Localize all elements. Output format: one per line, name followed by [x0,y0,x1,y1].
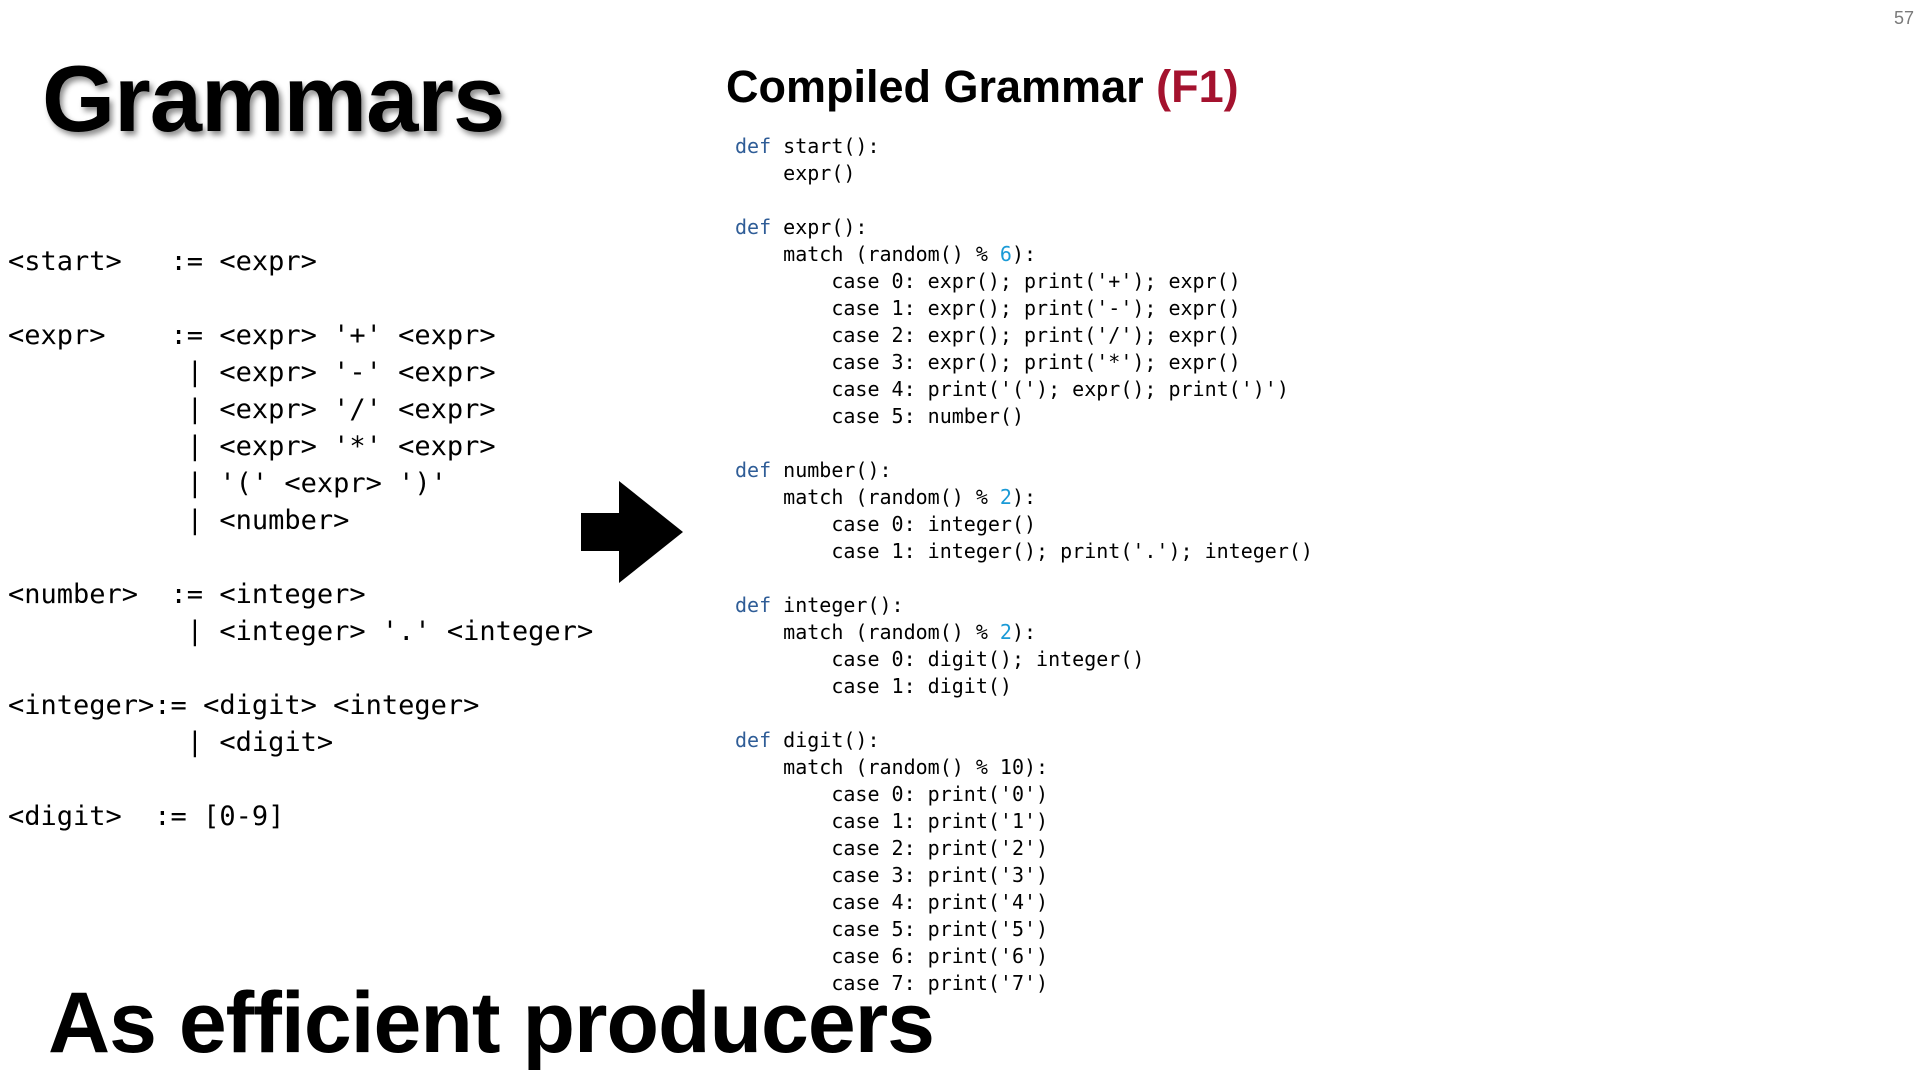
code-line: def integer(): [735,592,1313,619]
code-keyword: def [735,728,772,752]
code-text: match (random() % [735,242,1000,266]
code-text: case 5: number() [735,404,1024,428]
code-line: case 4: print('4') [735,889,1313,916]
grammar-line [8,539,593,576]
code-text: case 6: print('6') [735,944,1049,968]
code-keyword: def [735,215,772,239]
grammar-line: <number> := <integer> [8,579,366,610]
code-text: integer(): [771,593,904,617]
code-line: def start(): [735,133,1313,160]
code-text-tail: ): [1011,242,1037,266]
code-text: case 1: expr(); print('-'); expr() [735,296,1241,320]
code-text: expr() [735,161,856,185]
code-line: match (random() % 2): [735,484,1313,511]
code-line: case 1: integer(); print('.'); integer() [735,538,1313,565]
compiled-title-accent: (F1) [1156,61,1239,112]
grammar-line [8,650,593,687]
code-text: start(): [771,134,880,158]
grammar-line: <digit> := [0-9] [8,801,285,832]
code-text: case 5: print('5') [735,917,1049,941]
grammar-line: | <expr> '-' <expr> [8,357,496,388]
code-line: match (random() % 10): [735,754,1313,781]
code-line: case 0: integer() [735,511,1313,538]
code-line: def number(): [735,457,1313,484]
code-line: case 0: expr(); print('+'); expr() [735,268,1313,295]
grammar-line: | <digit> [8,727,334,758]
grammar-line: | <integer> '.' <integer> [8,616,594,647]
code-text: case 0: print('0') [735,782,1049,806]
code-line: expr() [735,160,1313,187]
code-text-tail: ): [1011,485,1037,509]
code-line: match (random() % 6): [735,241,1313,268]
code-line: def digit(): [735,727,1313,754]
grammar-line: | <expr> '/' <expr> [8,394,496,425]
grammar-line: | '(' <expr> ')' [8,468,447,499]
slide-subtitle: As efficient producers [48,975,935,1071]
right-arrow-icon [581,481,683,583]
code-line: case 0: print('0') [735,781,1313,808]
code-keyword: def [735,134,772,158]
code-line [735,565,1313,592]
compiled-grammar-title: Compiled Grammar (F1) [726,64,1239,109]
code-line [735,430,1313,457]
grammar-line: <start> := <expr> [8,246,317,277]
code-line: case 4: print('('); expr(); print(')') [735,376,1313,403]
grammar-line: | <expr> '*' <expr> [8,431,496,462]
code-text: case 2: print('2') [735,836,1049,860]
code-text: case 1: print('1') [735,809,1049,833]
page-title: Grammars [42,46,505,151]
grammar-line: | <number> [8,505,350,536]
grammar-line [8,280,593,317]
code-line: case 5: print('5') [735,916,1313,943]
code-text: number(): [771,458,892,482]
code-text: case 0: digit(); integer() [735,647,1145,671]
code-number: 2 [999,485,1012,509]
code-text: case 2: expr(); print('/'); expr() [735,323,1241,347]
code-text: case 0: expr(); print('+'); expr() [735,269,1241,293]
code-text-tail: ): [1011,620,1037,644]
page-number: 57 [1893,8,1914,28]
grammar-line [8,761,593,798]
code-line: match (random() % 2): [735,619,1313,646]
code-text: case 1: digit() [735,674,1012,698]
code-line: case 7: print('7') [735,970,1313,997]
code-text: expr(): [771,215,868,239]
code-text: case 1: integer(); print('.'); integer() [735,539,1313,563]
code-line: case 2: expr(); print('/'); expr() [735,322,1313,349]
code-text: case 7: print('7') [735,971,1049,995]
compiled-code-block: def start(): expr() def expr(): match (ra… [735,133,1313,997]
code-line: case 3: expr(); print('*'); expr() [735,349,1313,376]
code-text: match (random() % [735,485,1000,509]
code-text: match (random() % [735,620,1000,644]
code-line: case 1: expr(); print('-'); expr() [735,295,1313,322]
grammar-definition: <start> := <expr> <expr> := <expr> '+' <e… [8,243,593,835]
code-line: case 1: print('1') [735,808,1313,835]
code-line: case 0: digit(); integer() [735,646,1313,673]
code-text: match (random() % 10): [735,755,1049,779]
code-line: case 3: print('3') [735,862,1313,889]
code-line: case 6: print('6') [735,943,1313,970]
code-line [735,700,1313,727]
code-text: case 4: print('4') [735,890,1049,914]
code-line: case 5: number() [735,403,1313,430]
code-keyword: def [735,458,772,482]
compiled-title-main: Compiled Grammar [726,61,1144,112]
code-text: case 0: integer() [735,512,1037,536]
code-text: case 3: expr(); print('*'); expr() [735,350,1241,374]
grammar-line: <integer>:= <digit> <integer> [8,690,480,721]
code-line: case 1: digit() [735,673,1313,700]
code-line: def expr(): [735,214,1313,241]
arrow-shape [581,481,683,583]
code-text: digit(): [771,728,880,752]
code-line [735,187,1313,214]
grammar-line: <expr> := <expr> '+' <expr> [8,320,496,351]
code-number: 6 [999,242,1012,266]
code-text: case 3: print('3') [735,863,1049,887]
code-line: case 2: print('2') [735,835,1313,862]
code-keyword: def [735,593,772,617]
code-text: case 4: print('('); expr(); print(')') [735,377,1289,401]
code-number: 2 [999,620,1012,644]
